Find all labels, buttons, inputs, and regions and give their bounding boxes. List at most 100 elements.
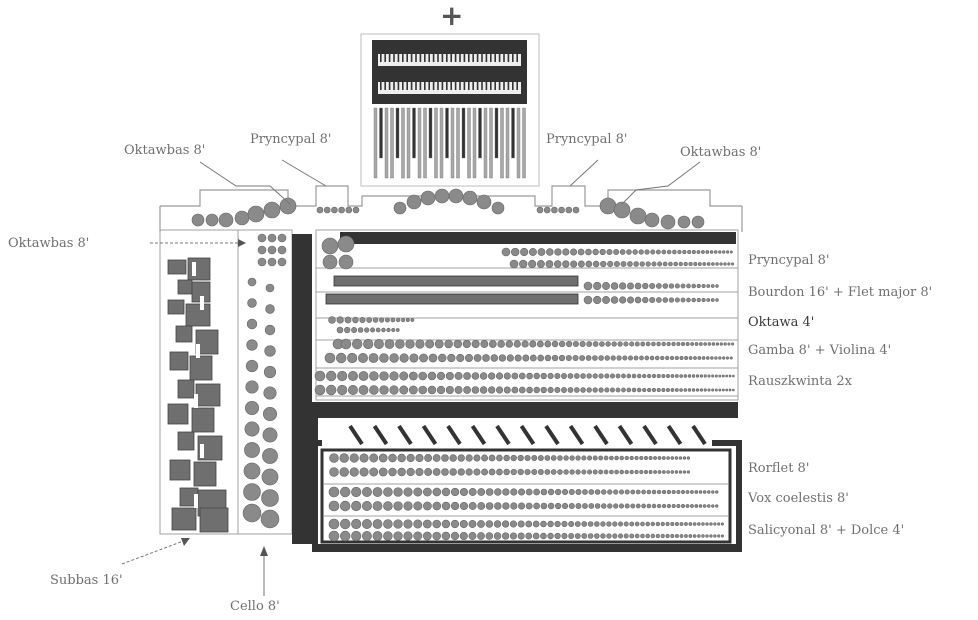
violina-pipe: [660, 355, 665, 361]
violina-pipe: [324, 352, 336, 364]
facade-pipe: [205, 213, 219, 227]
rank-label-pryncypal: Pryncypal 8': [748, 253, 830, 268]
black-key: [410, 82, 413, 90]
vox-coelestis-pipe: [383, 501, 393, 511]
dolce-pipe: [594, 533, 600, 539]
rauszkwinta-pipe: [647, 387, 652, 393]
flet-pipe: [706, 284, 711, 288]
rauszkwinta-pipe: [511, 372, 519, 380]
facade-pipe: [406, 194, 422, 210]
rauszkwinta-pipe: [574, 387, 580, 393]
facade-pipe: [558, 206, 565, 214]
salicyonal-pipe: [660, 521, 665, 527]
rauszkwinta-pipe: [707, 388, 711, 392]
rauszkwinta-pipe: [488, 372, 496, 380]
salicyonal-pipe: [709, 522, 713, 526]
rauszkwinta-pipe: [647, 373, 652, 379]
vox-coelestis-pipe: [690, 490, 694, 494]
salicyonal-pipe: [655, 521, 660, 527]
oktawa-pipe: [357, 327, 364, 333]
dolce-pipe: [450, 531, 460, 541]
violina-pipe: [399, 353, 409, 363]
subbas-gap: [194, 394, 198, 408]
violina-pipe: [649, 355, 655, 361]
flet-pipe: [610, 282, 619, 290]
flet-pipe: [715, 284, 719, 288]
violina-pipe: [674, 355, 679, 361]
flet-pipe: [662, 297, 669, 303]
rank-label-oktawa: Oktawa 4': [748, 315, 815, 330]
facade-pipe: [331, 206, 338, 214]
vox-coelestis-pipe: [635, 503, 641, 509]
shutter-slat: [495, 424, 511, 446]
pryncypal-pipe: [639, 261, 645, 267]
rorflet-pipe: [592, 469, 598, 475]
subbas-pipe: [167, 299, 185, 315]
rorflet-pipe: [614, 469, 619, 475]
cello-pipe: [265, 304, 275, 314]
pryncypal-pipe: [718, 250, 722, 254]
pryncypal-pipe: [570, 248, 578, 256]
black-key: [472, 54, 474, 62]
cello-pipe: [245, 400, 260, 415]
vox-coelestis-pipe: [671, 489, 676, 495]
rauszkwinta-pipe: [728, 388, 732, 392]
black-key: [428, 82, 430, 90]
dolce-pipe: [634, 533, 640, 539]
vox-coelestis-pipe: [554, 502, 562, 510]
vox-coelestis-pipe: [328, 500, 340, 512]
pedal-key: [445, 107, 449, 159]
dolce-pipe: [665, 533, 670, 539]
flet-pipe: [710, 298, 715, 302]
gamba-pipe: [340, 338, 352, 350]
black-key: [494, 82, 496, 90]
dolce-pipe: [574, 533, 581, 539]
salicyonal-pipe: [697, 522, 701, 526]
vox-coelestis-pipe: [607, 503, 613, 509]
flet-pipe: [696, 283, 701, 289]
rorflet-pipe: [629, 455, 634, 461]
pedal-key: [395, 107, 400, 159]
dolce-pipe: [581, 533, 588, 539]
salicyonal-pipe: [493, 520, 502, 528]
vox-coelestis-pipe: [715, 504, 719, 508]
facade-pipe: [420, 190, 436, 206]
rorflet-pipe: [653, 456, 657, 460]
flet-pipe: [680, 297, 686, 303]
vox-coelestis-pipe: [594, 503, 601, 509]
rorflet-pipe: [339, 453, 349, 463]
dolce-pipe: [509, 532, 518, 540]
vox-coelestis-pipe: [698, 504, 703, 508]
black-key: [512, 82, 514, 90]
cello-pipe: [247, 277, 257, 287]
pryncypal-pipe: [520, 247, 529, 257]
pryncypal-pipe: [719, 262, 723, 266]
vox-coelestis-pipe: [561, 488, 569, 496]
rorflet-pipe: [369, 453, 379, 463]
violina-pipe: [644, 355, 650, 361]
shutter-slat: [397, 424, 413, 446]
rauszkwinta-pipe: [626, 373, 632, 379]
rauszkwinta-pipe: [610, 373, 615, 379]
violina-pipe: [336, 352, 347, 364]
flet-pipe: [642, 296, 649, 304]
rauszkwinta-pipe: [427, 371, 437, 381]
dolce-pipe: [525, 532, 533, 540]
vox-coelestis-pipe: [702, 504, 707, 508]
cello-pipe: [264, 324, 276, 336]
salicyonal-pipe: [554, 520, 561, 528]
vox-coelestis-pipe: [618, 489, 625, 495]
cello-pipe: [243, 483, 261, 501]
violina-pipe: [514, 354, 522, 362]
rorflet-pipe: [531, 469, 538, 475]
rauszkwinta-pipe: [427, 385, 437, 395]
facade-pipe: [572, 206, 580, 214]
rorflet-pipe: [678, 456, 683, 460]
cello-pipe: [242, 503, 262, 523]
facade-pipe: [247, 205, 265, 223]
violina-pipe: [428, 353, 438, 363]
cello-pipe: [261, 468, 279, 486]
facade-pipe: [448, 188, 464, 204]
subbas-pipe: [187, 257, 211, 281]
